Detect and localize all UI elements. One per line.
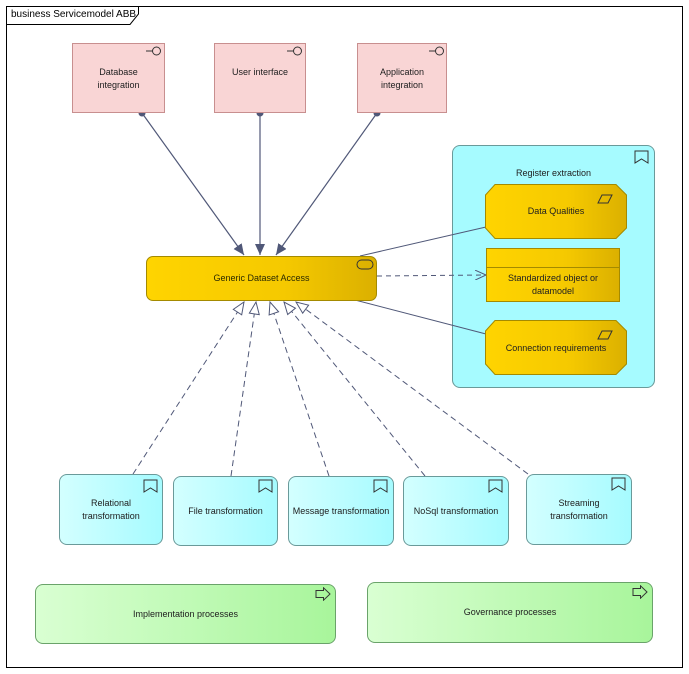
parallelogram-icon <box>597 330 613 340</box>
diagram-title-tab <box>6 6 139 25</box>
data-qualities-shape[interactable] <box>485 184 627 239</box>
transformation-label: File transformation <box>188 505 263 516</box>
register-item-connection-requirements: Connection requirements <box>505 343 607 353</box>
service-pill-icon <box>356 259 374 270</box>
edge-nosql-to-central <box>284 302 426 477</box>
standardized-object-shape[interactable] <box>486 248 620 302</box>
process-label: Implementation processes <box>132 608 239 619</box>
interface-lollipop-icon <box>146 46 161 56</box>
edge-central-to-conn <box>354 299 487 335</box>
service-label: Generic Dataset Access <box>213 273 310 283</box>
connection-requirements-shape[interactable] <box>485 320 627 375</box>
interface-lollipop-icon <box>287 46 302 56</box>
bookmark-icon <box>373 479 388 493</box>
transformation-label: NoSql transformation <box>413 505 499 516</box>
edge-central-to-dq <box>359 226 487 257</box>
edge-central-to-std <box>376 275 486 276</box>
edge-rel-to-central <box>132 302 244 475</box>
diagram-title: business Servicemodel ABB <box>11 9 137 20</box>
process-label: Governance processes <box>463 607 557 617</box>
interface-edges <box>141 112 378 256</box>
process-arrow-icon <box>632 585 648 599</box>
interface-application-integration[interactable]: Application integration <box>357 43 447 113</box>
transformation-file[interactable]: File transformation <box>173 476 278 546</box>
interface-label: User interface <box>231 67 289 77</box>
register-edges <box>354 226 487 335</box>
bookmark-icon <box>634 150 649 164</box>
bookmark-icon <box>488 479 503 493</box>
register-extraction-title: Register extraction <box>515 168 592 178</box>
interface-label: Database integration <box>97 67 140 90</box>
transformation-message[interactable]: Message transformation <box>288 476 394 546</box>
interface-user-interface[interactable]: User interface <box>214 43 306 113</box>
register-item-standardized-object: Standardized object or datamodel <box>507 273 599 296</box>
process-governance[interactable]: Governance processes <box>367 582 653 643</box>
bookmark-icon <box>143 479 158 493</box>
register-item-data-qualities: Data Qualities <box>527 206 585 216</box>
edge-db-to-central <box>141 112 245 256</box>
specialization-edges <box>132 302 529 477</box>
interface-database-integration[interactable]: Database integration <box>72 43 165 113</box>
interface-label: Application integration <box>379 67 425 90</box>
edge-stream-to-central <box>296 302 529 475</box>
object-header-divider <box>487 267 619 268</box>
transformation-streaming[interactable]: Streaming transformation <box>526 474 632 545</box>
edge-file-to-central <box>230 302 256 477</box>
bookmark-icon <box>258 479 273 493</box>
interface-lollipop-icon <box>429 46 444 56</box>
bookmark-icon <box>611 477 626 491</box>
transformation-label: Message transformation <box>292 505 390 516</box>
transformation-nosql[interactable]: NoSql transformation <box>403 476 509 546</box>
transformation-label: Relational transformation <box>82 497 140 521</box>
transformation-label: Streaming transformation <box>550 497 608 521</box>
process-implementation[interactable]: Implementation processes <box>35 584 336 644</box>
transformation-relational[interactable]: Relational transformation <box>59 474 163 545</box>
service-generic-dataset-access[interactable]: Generic Dataset Access <box>146 256 377 301</box>
edge-app-to-central <box>275 112 378 256</box>
process-arrow-icon <box>315 587 331 601</box>
parallelogram-icon <box>597 194 613 204</box>
edge-msg-to-central <box>270 302 330 477</box>
